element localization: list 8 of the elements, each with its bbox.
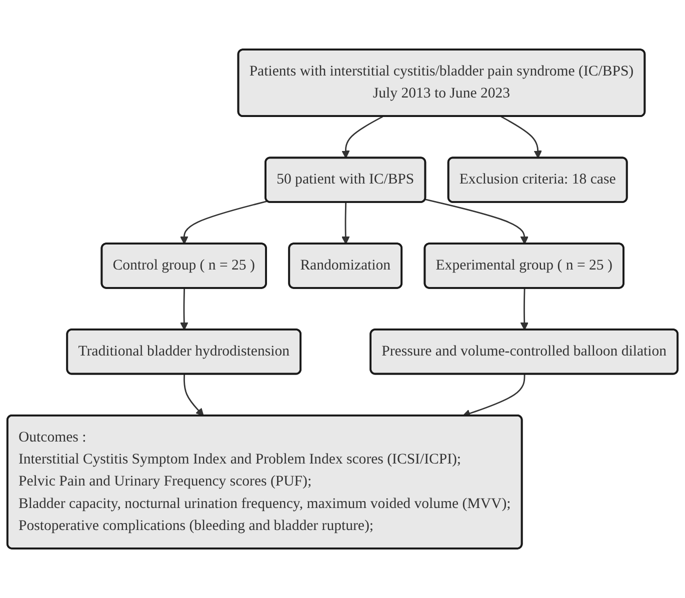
arrow xyxy=(520,288,528,330)
arrow xyxy=(180,200,268,244)
arrow xyxy=(342,116,384,158)
arrow xyxy=(425,198,528,244)
arrow xyxy=(184,374,204,416)
arrow xyxy=(500,116,542,158)
arrow xyxy=(342,202,350,244)
arrow xyxy=(180,288,188,330)
